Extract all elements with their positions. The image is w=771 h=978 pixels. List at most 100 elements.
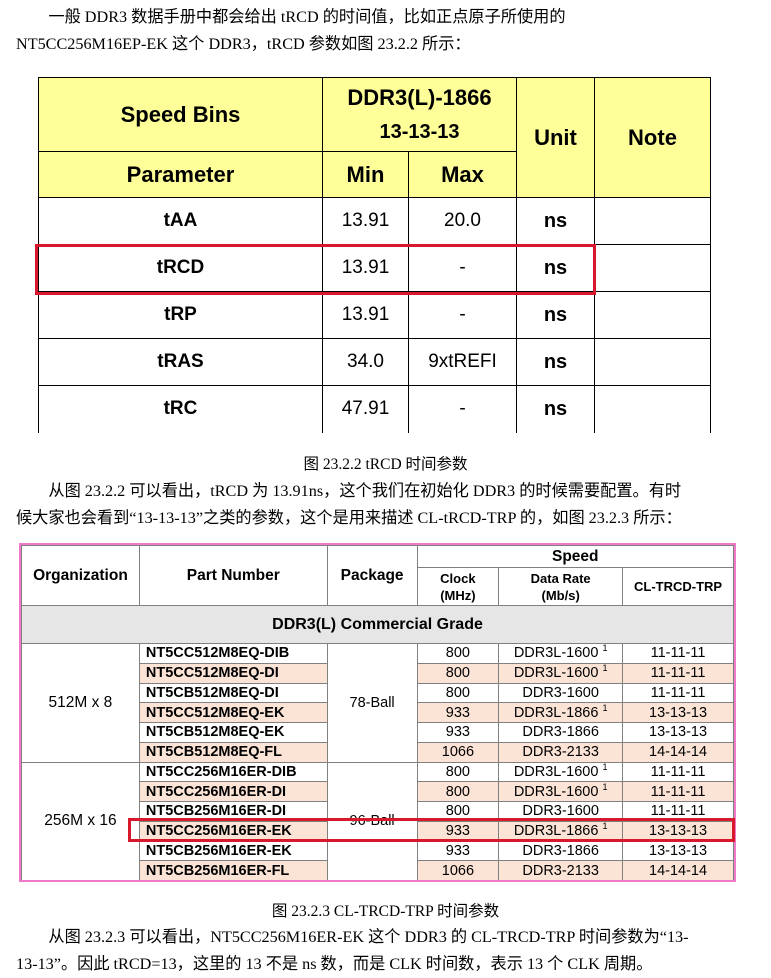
data-rate-value: DDR3-2133 xyxy=(522,862,599,879)
ddr-timing: 13-13-13 xyxy=(379,120,460,143)
part-number-cell: NT5CC256M16ER-DI xyxy=(138,781,328,802)
unit-cell: ns xyxy=(516,291,595,339)
part-number-cell: NT5CB512M8EQ-EK xyxy=(138,722,328,743)
data-rate-value: DDR3-2133 xyxy=(522,744,599,761)
data-rate-cell: DDR3-1866 xyxy=(498,722,624,743)
clock-cell: 800 xyxy=(416,781,500,802)
speed-bins-header: Speed Bins xyxy=(38,77,323,152)
part-number-cell: NT5CC256M16ER-EK xyxy=(138,820,328,842)
part-number-cell: NT5CC256M16ER-DIB xyxy=(138,761,328,783)
min-cell: 47.91 xyxy=(322,385,409,433)
data-rate-cell: DDR3-1600 xyxy=(498,682,624,704)
unit-cell: ns xyxy=(516,244,595,292)
unit-cell: ns xyxy=(516,338,595,386)
table-row: tRC 47.91 - ns xyxy=(38,385,711,433)
parameter-header: Parameter xyxy=(38,151,323,198)
data-rate-cell: DDR3L-1600 1 xyxy=(498,662,624,684)
data-rate-value: DDR3-1866 xyxy=(522,842,599,859)
data-rate-value: DDR3L-1600 xyxy=(513,645,599,662)
param-cell: tRCD xyxy=(38,244,323,292)
min-cell: 34.0 xyxy=(322,338,409,386)
organization-header: Organization xyxy=(21,545,140,606)
part-number-table-frame: Organization Part Number Package Speed C… xyxy=(19,543,736,882)
data-rate-header: Data Rate (Mb/s) xyxy=(498,567,624,606)
footnote-mark: 1 xyxy=(602,663,608,674)
part-number-header: Part Number xyxy=(138,545,328,606)
package-cell: 78-Ball xyxy=(326,643,418,763)
cl-trcd-trp-cell: 14-14-14 xyxy=(622,860,734,880)
figure-caption-2: 图 23.2.3 CL-TRCD-TRP 时间参数 xyxy=(271,903,500,920)
data-rate-label: Data Rate xyxy=(530,570,591,586)
cl-trcd-trp-cell: 11-11-11 xyxy=(622,662,734,684)
table-row: tRCD 13.91 - ns xyxy=(38,244,711,292)
unit-cell: ns xyxy=(516,197,595,245)
clock-cell: 800 xyxy=(416,662,500,684)
footnote-mark: 1 xyxy=(602,781,608,792)
intro-paragraph: 一般 DDR3 数据手册中都会给出 tRCD 的时间值，比如正点原子所使用的 N… xyxy=(16,4,758,58)
cl-trcd-trp-cell: 13-13-13 xyxy=(622,722,734,743)
data-rate-cell: DDR3L-1866 1 xyxy=(498,820,624,842)
outro-line-1: 从图 23.2.3 可以看出，NT5CC256M16ER-EK 这个 DDR3 … xyxy=(48,928,689,946)
clock-cell: 1066 xyxy=(416,860,500,880)
organization-cell: 512M x 8 xyxy=(21,643,140,763)
clock-cell: 933 xyxy=(416,722,500,743)
part-number-cell: NT5CC512M8EQ-EK xyxy=(138,702,328,723)
note-header: Note xyxy=(594,77,711,198)
package-cell: 96-Ball xyxy=(326,761,418,880)
data-rate-cell: DDR3L-1600 1 xyxy=(498,643,624,664)
part-number-cell: NT5CB512M8EQ-DI xyxy=(138,682,328,704)
note-cell xyxy=(594,244,711,292)
cl-trcd-trp-cell: 11-11-11 xyxy=(622,761,734,783)
min-cell: 13.91 xyxy=(322,291,409,339)
data-rate-value: DDR3L-1866 xyxy=(513,823,599,840)
min-header: Min xyxy=(322,151,409,198)
max-cell: - xyxy=(408,385,517,433)
clock-unit: (MHz) xyxy=(440,587,476,603)
data-rate-cell: DDR3L-1866 1 xyxy=(498,702,624,723)
footnote-mark: 1 xyxy=(602,762,608,772)
part-number-cell: NT5CC512M8EQ-DI xyxy=(138,662,328,684)
package-header: Package xyxy=(326,545,418,606)
part-number-cell: NT5CB512M8EQ-FL xyxy=(138,741,328,763)
footnote-mark: 1 xyxy=(602,702,608,713)
max-cell: - xyxy=(408,291,517,339)
cl-trcd-trp-cell: 13-13-13 xyxy=(622,702,734,723)
middle-paragraph: 从图 23.2.2 可以看出，tRCD 为 13.91ns，这个我们在初始化 D… xyxy=(16,478,758,532)
unit-header: Unit xyxy=(516,77,595,198)
cl-trcd-trp-cell: 11-11-11 xyxy=(622,682,734,704)
unit-cell: ns xyxy=(516,385,595,433)
ddr-speed-header: DDR3(L)-1866 13-13-13 xyxy=(322,77,517,152)
footnote-mark: 1 xyxy=(602,643,608,654)
param-cell: tRP xyxy=(38,291,323,339)
data-rate-value: DDR3L-1600 xyxy=(513,783,599,800)
data-rate-cell: DDR3-2133 xyxy=(498,860,624,880)
clock-header: Clock (MHz) xyxy=(416,567,500,606)
figure-caption-1: 图 23.2.2 tRCD 时间参数 xyxy=(303,456,468,473)
intro-line-1: 一般 DDR3 数据手册中都会给出 tRCD 的时间值，比如正点原子所使用的 xyxy=(48,8,566,26)
param-cell: tRAS xyxy=(38,338,323,386)
trcd-parameter-table: Speed Bins DDR3(L)-1866 13-13-13 Unit No… xyxy=(38,77,711,433)
cl-trcd-trp-header: CL-TRCD-TRP xyxy=(622,567,734,606)
note-cell xyxy=(594,338,711,386)
part-number-cell: NT5CB256M16ER-FL xyxy=(138,860,328,880)
speed-header: Speed xyxy=(416,545,734,568)
data-rate-value: DDR3-1600 xyxy=(522,684,599,701)
cl-trcd-trp-cell: 11-11-11 xyxy=(622,801,734,822)
data-rate-unit: (Mb/s) xyxy=(541,587,580,603)
data-rate-value: DDR3-1600 xyxy=(522,803,599,820)
clock-cell: 933 xyxy=(416,840,500,862)
max-header: Max xyxy=(408,151,517,198)
part-number-table: Organization Part Number Package Speed C… xyxy=(21,545,734,880)
clock-cell: 933 xyxy=(416,702,500,723)
table-row: tRAS 34.0 9xtREFI ns xyxy=(38,338,711,386)
data-rate-cell: DDR3L-1600 1 xyxy=(498,781,624,802)
data-rate-cell: DDR3L-1600 1 xyxy=(498,761,624,783)
organization-cell: 256M x 16 xyxy=(21,761,140,880)
ddr-speed-grade: DDR3(L)-1866 xyxy=(347,84,492,110)
